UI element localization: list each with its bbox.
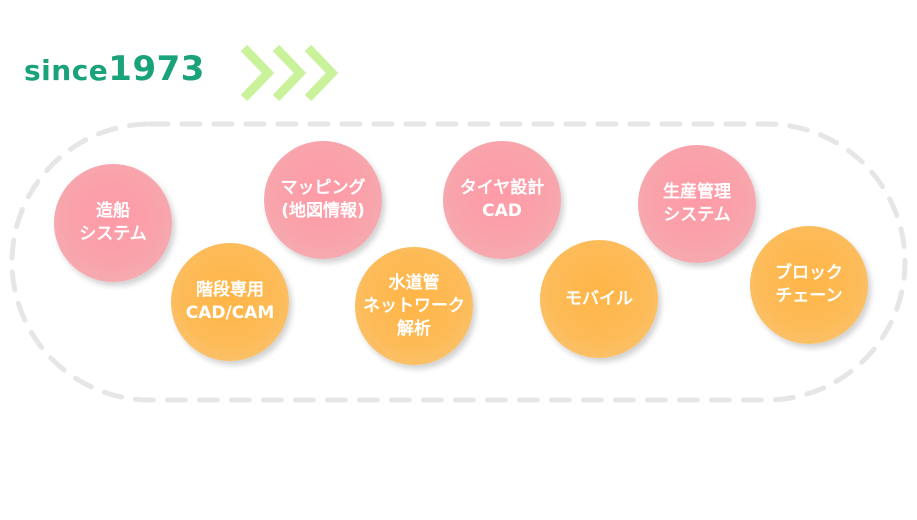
bubble-label-line: 解析 xyxy=(397,318,431,339)
since-year: 1973 xyxy=(108,49,205,89)
bubble-blockchain: ブロック チェーン xyxy=(750,226,868,344)
bubble-label-line: 階段専用 xyxy=(196,280,264,300)
bubble-label-line: ブロック xyxy=(775,263,843,283)
bubble-shipbuilding: 造船 システム xyxy=(54,164,172,282)
bubble-label-line: CAD/CAM xyxy=(185,303,275,323)
bubble-tire-design-cad: タイヤ設計 CAD xyxy=(443,141,561,259)
bubble-label-line: チェーン xyxy=(775,286,843,306)
bubble-water-network: 水道管 ネットワーク 解析 xyxy=(355,247,473,365)
bubble-label-line: システム xyxy=(663,205,731,225)
since-word: since xyxy=(24,54,109,87)
bubble-label-line: システム xyxy=(79,224,147,244)
bubble-label-line: マッピング xyxy=(280,178,366,198)
bubble-label-line: CAD xyxy=(482,201,522,221)
bubble-production-management: 生産管理 システム xyxy=(638,145,756,263)
bubble-staircase-cad-cam: 階段専用 CAD/CAM xyxy=(171,243,289,361)
bubble-label-line: 生産管理 xyxy=(663,182,731,202)
bubble-label-line: ネットワーク xyxy=(363,295,465,316)
bubble-mobile: モバイル xyxy=(540,240,658,358)
bubble-label-line: モバイル xyxy=(565,288,633,309)
since-heading: since1973 xyxy=(24,52,205,86)
bubble-label-line: (地図情報) xyxy=(281,201,365,221)
bubble-label-line: 水道管 xyxy=(388,272,440,293)
bubble-mapping: マッピング (地図情報) xyxy=(264,141,382,259)
triple-chevron-right-icon xyxy=(240,44,339,102)
bubble-label-line: タイヤ設計 xyxy=(459,178,545,198)
bubble-label-line: 造船 xyxy=(96,201,130,221)
